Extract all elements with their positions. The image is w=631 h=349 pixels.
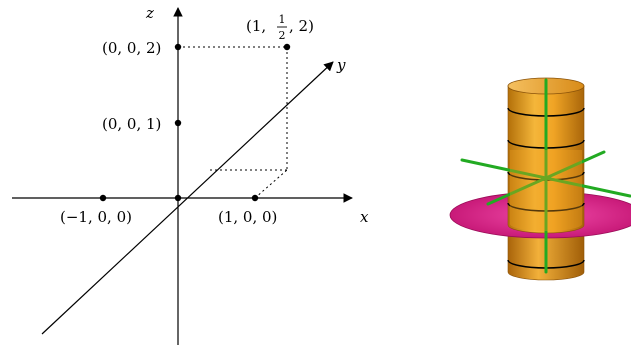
cylinder-illustration: [449, 77, 631, 281]
svg-text:(1,: (1,: [246, 17, 266, 35]
z-axis-label: z: [145, 4, 154, 22]
green-axes: [460, 78, 631, 274]
cylinder-front-overlay: [510, 150, 582, 231]
axes-diagram: z y x (0, 0, 2) (0, 0, 1) (−1, 0, 0) (1,…: [12, 4, 369, 345]
svg-text:2: 2: [279, 29, 286, 42]
label-0-0-1: (0, 0, 1): [102, 115, 161, 133]
label-1-half-2: (1, 1 2 , 2): [246, 13, 314, 42]
point-1-half-2: [283, 43, 291, 51]
svg-text:1: 1: [279, 13, 286, 26]
x-axis-label: x: [360, 208, 369, 226]
dotted-construction-lines: [178, 46, 288, 199]
label-0-0-2: (0, 0, 2): [102, 39, 161, 57]
point-origin: [174, 194, 182, 202]
svg-text:, 2): , 2): [289, 17, 314, 35]
y-axis: [41, 61, 334, 335]
y-axis-label: y: [336, 56, 346, 74]
point-neg1-0-0: [99, 194, 107, 202]
point-0-0-1: [174, 119, 182, 127]
label-neg1-0-0: (−1, 0, 0): [60, 208, 132, 226]
point-0-0-2: [174, 43, 182, 51]
label-1-0-0: (1, 0, 0): [218, 208, 277, 226]
point-1-0-0: [251, 194, 259, 202]
